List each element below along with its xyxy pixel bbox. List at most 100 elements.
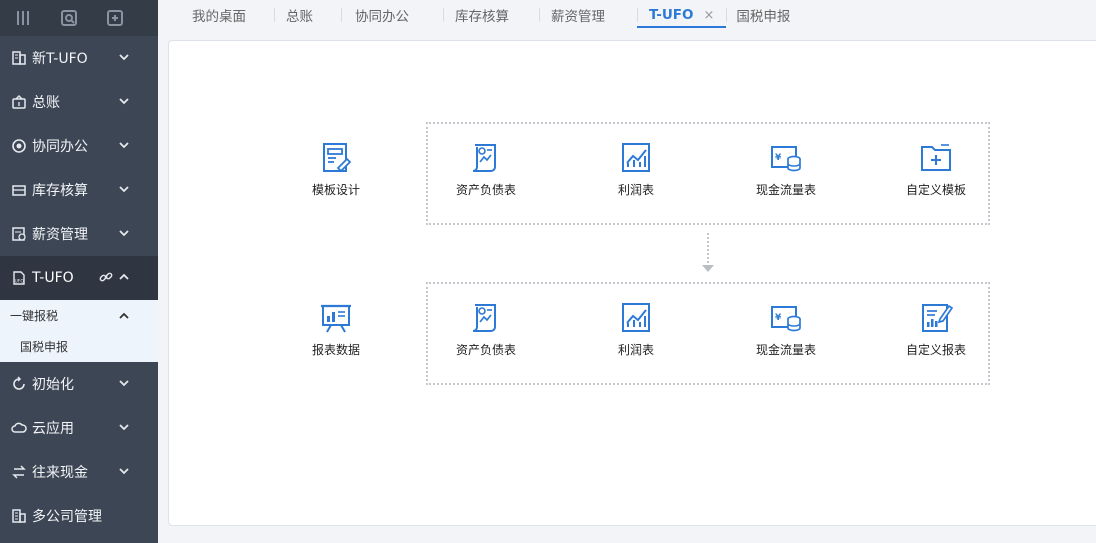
cash-stack-icon: ¥ — [771, 146, 801, 172]
tab-national-tax[interactable]: 国税申报 — [726, 0, 818, 30]
tile-label: 自定义模板 — [905, 183, 966, 197]
sidebar-item-tufo[interactable]: UFO T-UFO — [0, 256, 158, 300]
report-edit-icon — [922, 304, 953, 332]
custom-report-tile[interactable]: 自定义报表 — [881, 301, 991, 358]
sidebar-item-label: 库存核算 — [32, 183, 88, 199]
submenu-group-tax[interactable]: 一键报税 — [0, 300, 158, 331]
svg-text:UFO: UFO — [15, 279, 25, 285]
sidebar-item-ledger[interactable]: 总账 — [0, 80, 158, 124]
ufo-icon: UFO — [10, 269, 28, 287]
template-design-icon — [323, 143, 352, 173]
cash-stack-icon: ¥ — [771, 306, 801, 332]
target-icon — [10, 137, 28, 155]
chevron-down-icon — [119, 186, 129, 193]
sidebar-item-collab[interactable]: 协同办公 — [0, 124, 158, 168]
chevron-down-icon — [119, 142, 129, 149]
tile-label: 现金流量表 — [755, 343, 816, 357]
tab-my-desktop[interactable]: 我的桌面 — [158, 0, 274, 30]
tufo-main-panel: 模板设计 资产负债表 利润表 ¥ 现金流量表 自定义模板 报表数据 资产负债表 … — [168, 40, 1096, 526]
inventory-icon — [10, 181, 28, 199]
close-icon[interactable]: × — [703, 7, 715, 23]
building-icon — [10, 49, 28, 67]
sidebar: 新T-UFO 总账 协同办公 库存核算 薪资管理 UFO T-UFO 一键报税 … — [0, 0, 158, 543]
chevron-down-icon — [119, 424, 129, 431]
chevron-up-icon — [119, 312, 129, 319]
tab-tufo[interactable]: T-UFO × — [637, 0, 727, 30]
tile-label: 现金流量表 — [755, 183, 816, 197]
chevron-down-icon — [119, 380, 129, 387]
report-group-box — [426, 282, 990, 385]
menu-icon[interactable] — [14, 9, 32, 27]
report-income-statement-tile[interactable]: 利润表 — [581, 301, 691, 358]
scroll-document-icon — [472, 144, 496, 172]
report-cash-flow-tile[interactable]: ¥ 现金流量表 — [731, 301, 841, 358]
new-window-icon[interactable] — [106, 9, 124, 27]
tile-label: 利润表 — [617, 343, 654, 357]
scroll-document-icon — [472, 304, 496, 332]
sidebar-item-label: 往来现金 — [32, 465, 88, 481]
tab-label: T-UFO — [649, 7, 694, 23]
chevron-down-icon — [119, 230, 129, 237]
folder-add-icon — [921, 144, 951, 171]
template-design-tile[interactable]: 模板设计 — [281, 141, 391, 198]
tile-label: 报表数据 — [311, 343, 360, 357]
sidebar-toolbar — [0, 0, 158, 36]
sidebar-item-cash[interactable]: 往来现金 — [0, 450, 158, 494]
sidebar-item-label: T-UFO — [32, 270, 74, 286]
chevron-down-icon — [119, 98, 129, 105]
template-income-statement-tile[interactable]: 利润表 — [581, 141, 691, 198]
cloud-icon — [10, 419, 28, 437]
submenu-item-label: 国税申报 — [20, 340, 69, 354]
tile-label: 资产负债表 — [455, 343, 516, 357]
tufo-submenu: 一键报税 国税申报 — [0, 300, 158, 362]
line-chart-icon — [622, 303, 650, 332]
link-icon[interactable] — [98, 269, 114, 285]
sidebar-item-label: 新T-UFO — [32, 51, 88, 67]
sidebar-item-init[interactable]: 初始化 — [0, 362, 158, 406]
tile-label: 资产负债表 — [455, 183, 516, 197]
sidebar-item-label: 协同办公 — [32, 139, 88, 155]
report-data-tile[interactable]: 报表数据 — [281, 301, 391, 358]
chevron-down-icon — [119, 54, 129, 61]
sidebar-item-label: 初始化 — [32, 377, 74, 393]
svg-text:¥: ¥ — [775, 313, 782, 323]
report-balance-sheet-tile[interactable]: 资产负债表 — [431, 301, 541, 358]
tab-label: 薪资管理 — [551, 9, 605, 25]
custom-template-tile[interactable]: 自定义模板 — [881, 141, 991, 198]
template-balance-sheet-tile[interactable]: 资产负债表 — [431, 141, 541, 198]
submenu-item-national-tax[interactable]: 国税申报 — [0, 331, 158, 362]
tab-inventory[interactable]: 库存核算 — [443, 0, 539, 30]
submenu-group-label: 一键报税 — [10, 309, 59, 323]
sidebar-item-label: 总账 — [32, 95, 60, 111]
refresh-icon — [10, 375, 28, 393]
tab-label: 我的桌面 — [192, 9, 246, 25]
tab-collab[interactable]: 协同办公 — [341, 0, 443, 30]
sidebar-item-label: 薪资管理 — [32, 227, 88, 243]
tab-label: 总账 — [286, 9, 313, 25]
sidebar-item-multi-company[interactable]: 多公司管理 — [0, 494, 158, 538]
sidebar-item-label: 多公司管理 — [32, 509, 102, 525]
arrow-down-icon — [702, 265, 714, 272]
tab-payroll[interactable]: 薪资管理 — [539, 0, 637, 30]
sidebar-item-payroll[interactable]: 薪资管理 — [0, 212, 158, 256]
presentation-board-icon — [321, 304, 351, 333]
tab-bar: 我的桌面 总账 协同办公 库存核算 薪资管理 T-UFO × 国税申报 — [158, 0, 1096, 30]
template-cash-flow-tile[interactable]: ¥ 现金流量表 — [731, 141, 841, 198]
template-group-box — [426, 122, 990, 225]
tab-ledger[interactable]: 总账 — [274, 0, 341, 30]
sidebar-item-new-tufo[interactable]: 新T-UFO — [0, 36, 158, 80]
sidebar-item-inventory[interactable]: 库存核算 — [0, 168, 158, 212]
tile-label: 模板设计 — [311, 183, 360, 197]
payroll-icon — [10, 225, 28, 243]
company-icon — [10, 507, 28, 525]
sidebar-item-cloud[interactable]: 云应用 — [0, 406, 158, 450]
tile-label: 利润表 — [617, 183, 654, 197]
chevron-up-icon — [119, 273, 129, 280]
tab-label: 国税申报 — [736, 9, 791, 25]
ledger-icon — [10, 93, 28, 111]
line-chart-icon — [622, 143, 650, 172]
tile-label: 自定义报表 — [905, 343, 966, 357]
search-icon[interactable] — [60, 9, 78, 27]
sidebar-item-label: 云应用 — [32, 421, 74, 437]
tab-label: 协同办公 — [355, 9, 409, 25]
